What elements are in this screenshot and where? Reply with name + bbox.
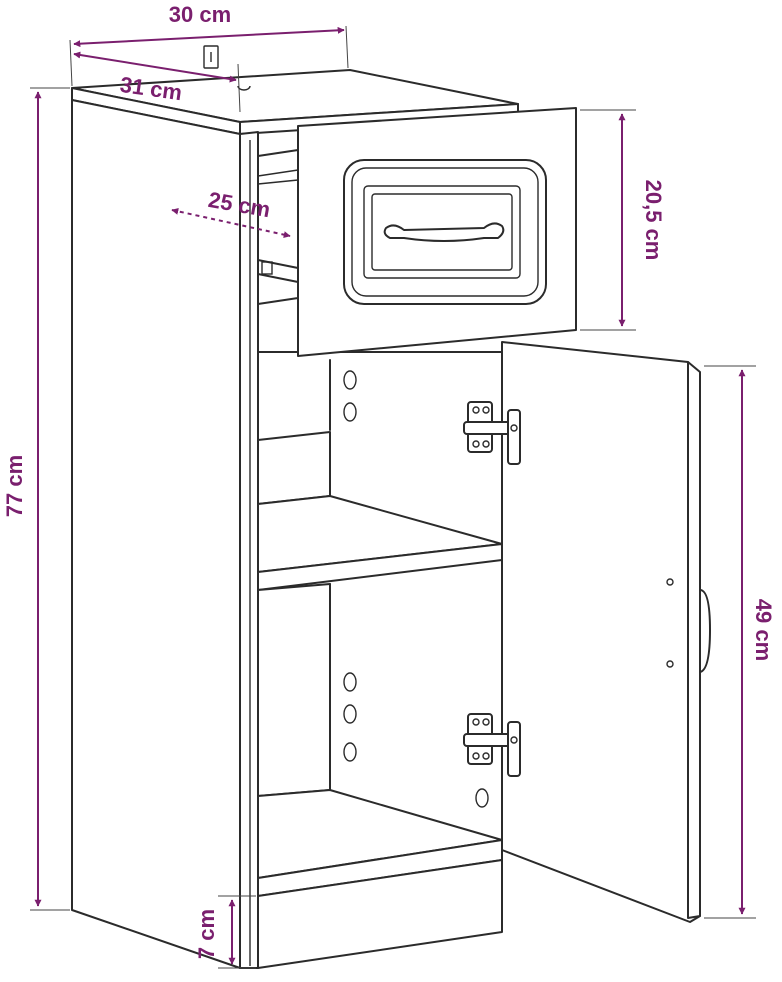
cabinet-body xyxy=(71,45,519,969)
label-door-height: 49 cm xyxy=(751,599,776,661)
dim-top-depth-arrow xyxy=(73,51,237,83)
door-panel xyxy=(501,341,701,923)
extension-lines xyxy=(30,25,756,969)
label-plinth-height: 7 cm xyxy=(194,909,219,959)
drawer[interactable] xyxy=(257,107,577,357)
dimension-labels: 30 cm 31 cm 25 cm 20,5 cm 77 cm 49 cm 7 … xyxy=(2,2,776,959)
label-total-height: 77 cm xyxy=(2,455,27,517)
cabinet-door[interactable] xyxy=(501,341,711,923)
drawer-handle-icon[interactable] xyxy=(383,222,505,242)
hinge-lower-icon xyxy=(463,713,521,777)
cabinet-left-side xyxy=(71,99,241,969)
door-handle-icon[interactable] xyxy=(699,589,711,673)
dimension-arrows xyxy=(34,26,746,965)
dim-top-width-arrow xyxy=(73,26,345,48)
cabinet-front-edge xyxy=(239,131,259,969)
label-top-width: 30 cm xyxy=(169,2,231,27)
label-drawer-height: 20,5 cm xyxy=(641,180,666,261)
hinge-upper-icon xyxy=(463,401,521,465)
cabinet-plinth xyxy=(257,859,503,969)
